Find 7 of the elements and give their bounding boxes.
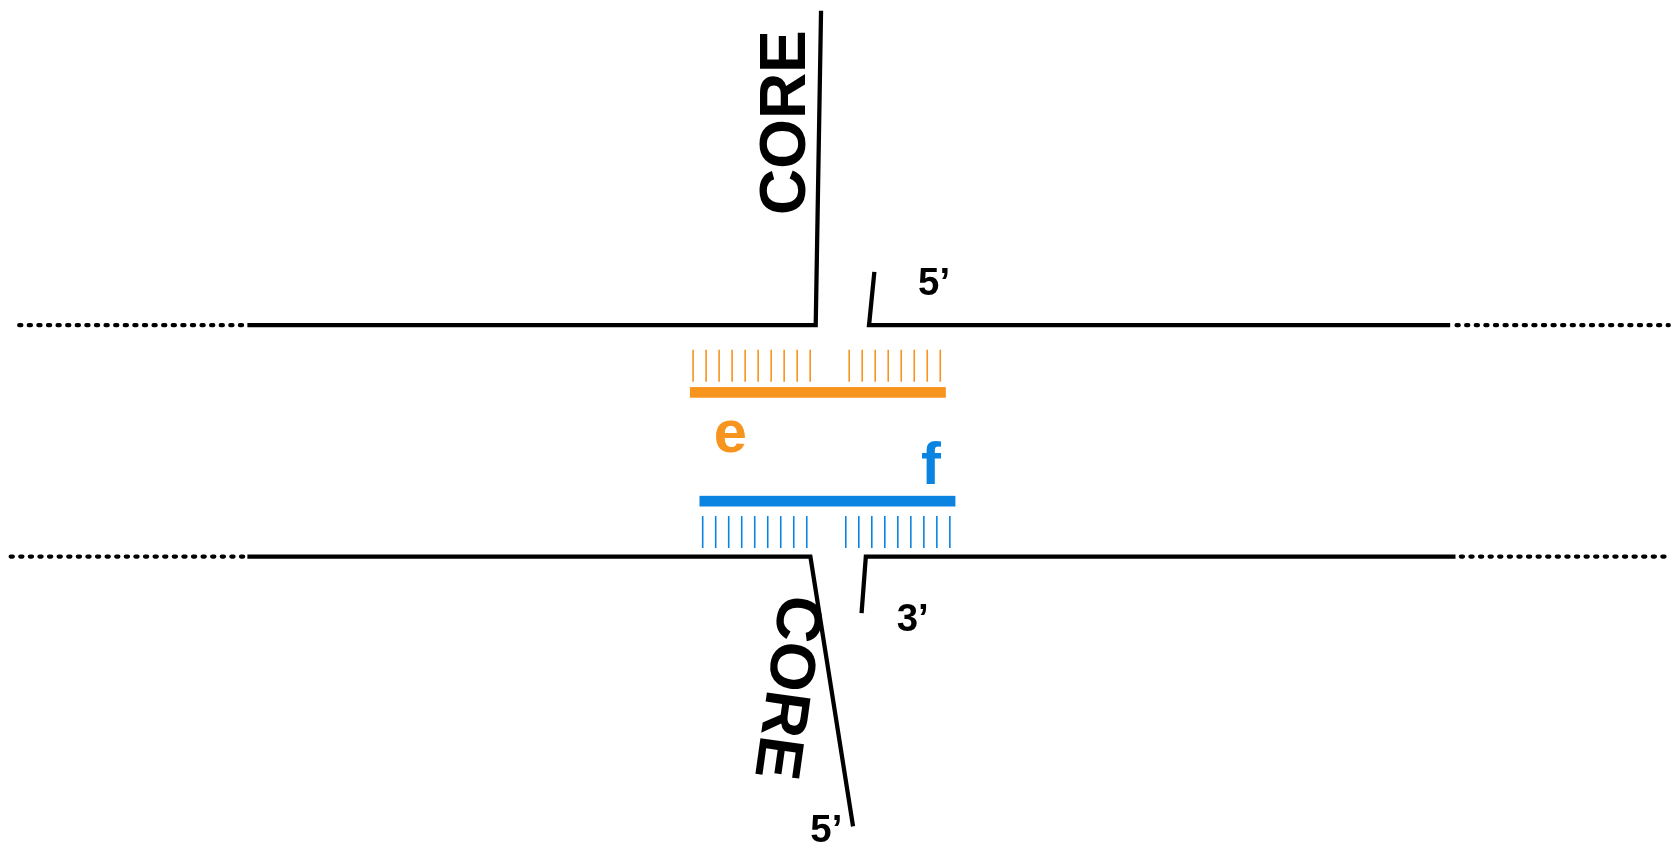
end-label: 5’ [918,263,951,302]
strand-label: CORE [751,30,816,216]
end-label: 3’ [896,599,929,638]
end-label: 5’ [810,810,843,849]
strand-label: e [713,402,748,462]
strand-label: f [920,434,941,494]
strand-label: CORE [744,591,834,784]
